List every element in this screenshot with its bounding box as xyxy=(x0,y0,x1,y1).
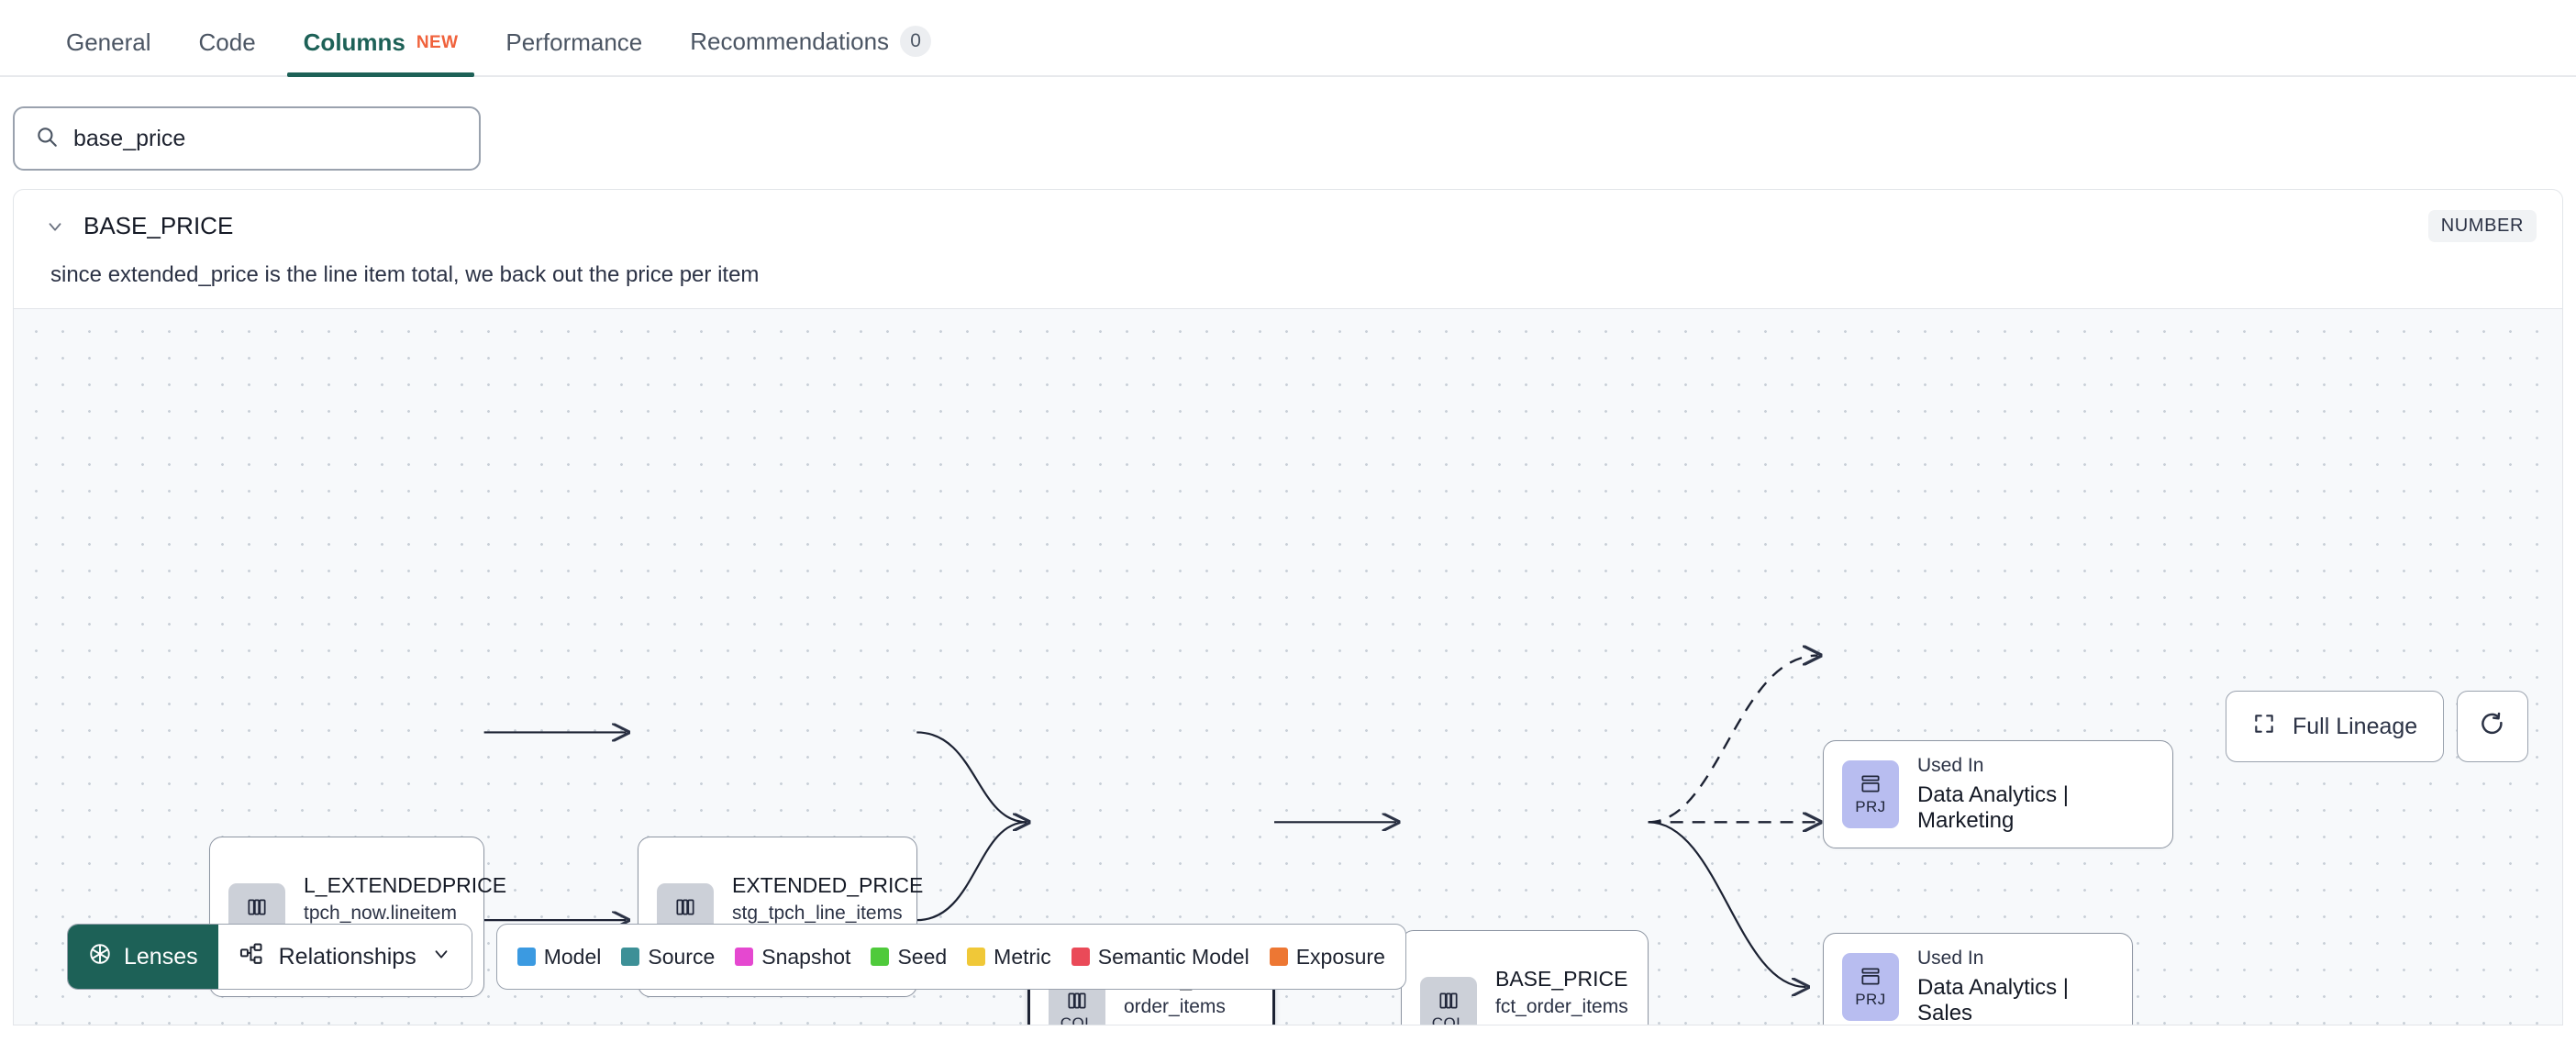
node-subtitle: fct_order_items xyxy=(1495,995,1628,1017)
legend-swatch xyxy=(871,948,890,966)
col-badge-label: COL xyxy=(1431,1014,1466,1025)
legend-item-seed: Seed xyxy=(871,945,947,970)
legend-item-metric: Metric xyxy=(967,945,1051,970)
node-type-tag: MODEL xyxy=(1495,1025,1612,1026)
refresh-button[interactable] xyxy=(2457,691,2528,762)
legend-swatch xyxy=(967,948,986,966)
tab-recommendations[interactable]: Recommendations 0 xyxy=(666,26,955,75)
lineage-edges xyxy=(483,309,2562,1025)
lineage-node-project-marketing[interactable]: PRJ Used In Data Analytics | Marketing xyxy=(1823,740,2173,848)
legend-label: Source xyxy=(648,944,716,969)
legend-item-snapshot: Snapshot xyxy=(735,945,850,970)
col-badge-label: COL xyxy=(1060,1014,1094,1025)
tab-label: Recommendations xyxy=(690,27,890,55)
node-body: Used In Data Analytics | Marketing xyxy=(1917,755,2152,834)
search-input[interactable]: base_price xyxy=(13,106,481,171)
page-title: BASE_PRICE xyxy=(83,212,234,239)
node-body: BASE_PRICE fct_order_items MODEL xyxy=(1495,966,1628,1026)
tab-new-badge: NEW xyxy=(416,32,459,52)
lineage-node-base-price-fct-order-items[interactable]: COL BASE_PRICE fct_order_items MODEL xyxy=(1401,930,1649,1025)
project-used-in-label: Used In xyxy=(1917,948,1984,969)
recommendations-count-badge: 0 xyxy=(900,26,932,57)
lenses-button[interactable]: Lenses xyxy=(68,925,218,989)
tab-label: Code xyxy=(198,28,256,56)
legend-swatch xyxy=(516,948,536,966)
chevron-down-icon xyxy=(431,944,451,970)
relationships-icon xyxy=(239,941,264,973)
column-header: BASE_PRICE NUMBER xyxy=(14,190,2562,246)
legend-item-semantic-model: Semantic Model xyxy=(1071,945,1249,970)
legend-swatch xyxy=(621,948,640,966)
relationships-dropdown[interactable]: Relationships xyxy=(217,925,472,989)
node-title: BASE_PRICE xyxy=(1495,966,1628,991)
node-subtitle: order_items xyxy=(1124,995,1226,1017)
column-type-badge: NUMBER xyxy=(2427,210,2537,242)
search-area: base_price xyxy=(0,77,2576,189)
tab-label: General xyxy=(66,28,151,56)
legend-item-exposure: Exposure xyxy=(1269,944,1385,970)
col-badge: COL xyxy=(1420,976,1477,1025)
lineage-toolbar: Lenses Relationships Model xyxy=(67,924,1406,990)
column-detail-card: BASE_PRICE NUMBER since extended_price i… xyxy=(13,189,2563,1025)
tab-general[interactable]: General xyxy=(42,28,175,75)
legend-item-model: Model xyxy=(516,944,602,970)
legend-label: Seed xyxy=(897,944,948,969)
legend-label: Snapshot xyxy=(761,944,851,969)
project-name: Data Analytics | Marketing xyxy=(1917,782,2069,833)
prj-badge: PRJ xyxy=(1842,953,1899,1021)
tab-bar: General Code Columns NEW Performance Rec… xyxy=(0,0,2576,77)
expand-icon xyxy=(2252,712,2276,742)
project-name: Data Analytics | Sales xyxy=(1917,975,2069,1025)
prj-badge: PRJ xyxy=(1842,760,1899,828)
full-lineage-button[interactable]: Full Lineage xyxy=(2226,691,2445,762)
legend-label: Model xyxy=(543,944,602,969)
legend-label: Semantic Model xyxy=(1097,944,1249,969)
node-subtitle: stg_tpch_line_items xyxy=(732,902,903,924)
tab-label: Columns xyxy=(303,28,405,56)
node-type-tag: MODEL xyxy=(1124,1025,1240,1026)
legend-swatch xyxy=(1269,948,1288,966)
project-used-in-label: Used In xyxy=(1917,755,1984,776)
legend-item-source: Source xyxy=(621,945,715,970)
search-icon xyxy=(35,125,59,153)
node-body: Used In Data Analytics | Sales xyxy=(1917,948,2112,1025)
full-lineage-label: Full Lineage xyxy=(2293,713,2418,739)
lineage-node-project-sales[interactable]: PRJ Used In Data Analytics | Sales xyxy=(1823,933,2133,1025)
node-title: EXTENDED_PRICE xyxy=(732,872,924,897)
tab-columns[interactable]: Columns NEW xyxy=(280,28,483,77)
lenses-label: Lenses xyxy=(124,943,198,970)
tab-performance[interactable]: Performance xyxy=(482,28,666,75)
chevron-down-icon[interactable] xyxy=(39,216,71,237)
legend-label: Exposure xyxy=(1295,944,1385,969)
legend-swatch xyxy=(735,948,754,966)
relationships-label: Relationships xyxy=(278,943,416,970)
tab-code[interactable]: Code xyxy=(175,28,280,75)
search-value: base_price xyxy=(73,125,186,151)
aperture-icon xyxy=(88,942,112,972)
lineage-canvas[interactable]: COL L_EXTENDEDPRICE tpch_now.lineitem SO… xyxy=(14,308,2562,1025)
lens-group: Lenses Relationships xyxy=(67,924,472,990)
lineage-legend: Model Source Snapshot Seed Metric xyxy=(495,924,1406,990)
legend-label: Metric xyxy=(994,944,1051,969)
tab-label: Performance xyxy=(505,28,643,56)
prj-badge-label: PRJ xyxy=(1855,798,1886,815)
prj-badge-label: PRJ xyxy=(1855,991,1886,1008)
column-description: since extended_price is the line item to… xyxy=(50,262,760,287)
legend-swatch xyxy=(1071,948,1090,966)
refresh-icon xyxy=(2479,711,2506,743)
node-title: L_EXTENDEDPRICE xyxy=(304,872,507,897)
node-subtitle: tpch_now.lineitem xyxy=(304,902,457,924)
